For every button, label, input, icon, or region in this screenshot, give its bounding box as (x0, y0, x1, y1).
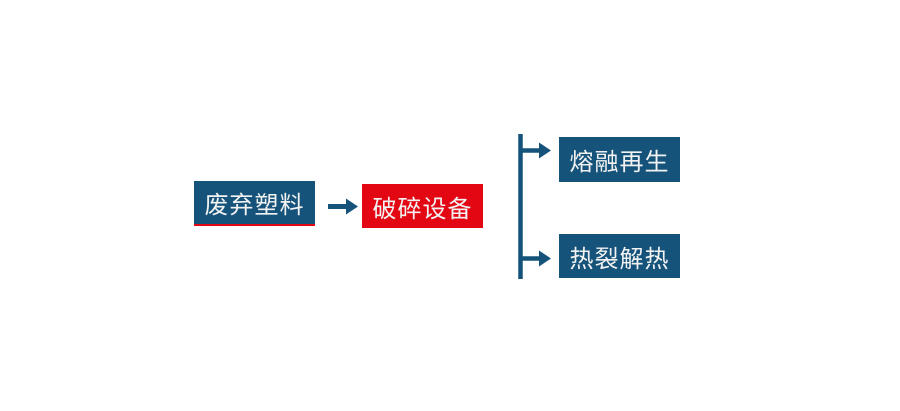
node-waste-plastic-label: 废弃塑料 (204, 191, 305, 219)
arrow-main-icon (328, 198, 358, 215)
node-pyrolysis-label: 热裂解热 (569, 244, 670, 273)
node-crushing-equipment: 破碎设备 (362, 184, 483, 228)
node-waste-plastic: 废弃塑料 (194, 181, 315, 226)
node-crushing-equipment-label: 破碎设备 (372, 194, 473, 223)
node-melt-regeneration: 熔融再生 (559, 137, 680, 182)
arrow-branch-top-icon (519, 142, 551, 159)
node-melt-regeneration-label: 熔融再生 (569, 148, 670, 176)
arrow-branch-bottom-icon (519, 250, 551, 267)
node-pyrolysis: 热裂解热 (559, 234, 680, 278)
